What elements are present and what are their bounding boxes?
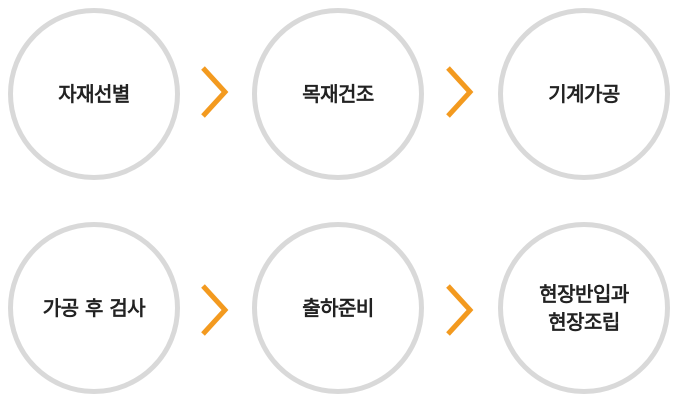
step-wood-drying: 목재건조 [252, 8, 424, 180]
chevron-right-icon [199, 282, 231, 338]
step-label: 가공 후 검사 [42, 296, 146, 320]
step-machining: 기계가공 [498, 8, 670, 180]
step-label: 출하준비 [302, 296, 374, 320]
chevron-right-icon [444, 64, 476, 120]
step-shipping-prep: 출하준비 [252, 222, 424, 394]
step-inspection: 가공 후 검사 [8, 222, 180, 394]
step-site-assembly: 현장반입과 현장조립 [498, 222, 670, 394]
step-label: 현장반입과 현장조립 [539, 282, 629, 334]
step-label: 자재선별 [58, 82, 130, 106]
step-label: 목재건조 [302, 82, 374, 106]
step-material-selection: 자재선별 [8, 8, 180, 180]
step-label: 기계가공 [548, 82, 620, 106]
chevron-right-icon [444, 282, 476, 338]
chevron-right-icon [199, 64, 231, 120]
